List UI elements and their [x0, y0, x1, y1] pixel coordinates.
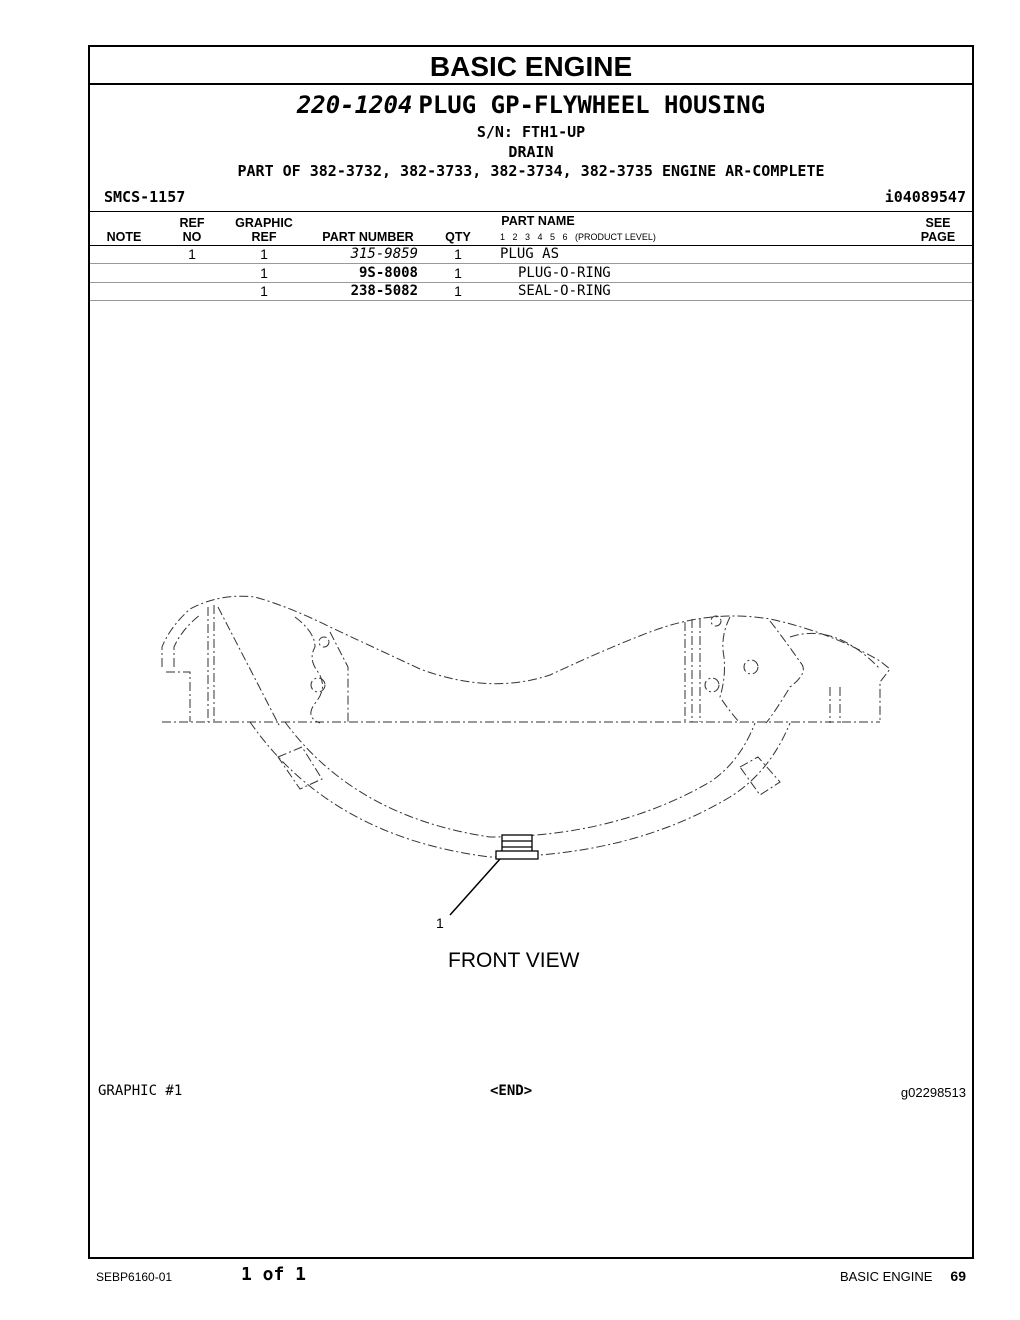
- header-rule-top: [90, 211, 972, 212]
- smcs-code: SMCS-1157: [104, 188, 186, 206]
- footer-section: BASIC ENGINE: [839, 1269, 933, 1284]
- column-header-see-top: SEE: [925, 216, 951, 230]
- column-header-qty: QTY: [445, 230, 471, 244]
- row-divider: [90, 282, 972, 283]
- row-graphic-ref: 1: [260, 246, 268, 262]
- column-header-graphic-bottom: REF: [251, 230, 277, 244]
- footer-doc-number: SEBP6160-01: [96, 1270, 173, 1284]
- document-title: 220-1204 PLUG GP-FLYWHEEL HOUSING: [90, 91, 972, 120]
- callout-number[interactable]: 1: [436, 915, 444, 931]
- footer-page-number: 69: [950, 1268, 966, 1284]
- column-header-note: NOTE: [106, 230, 142, 244]
- document-subtitle: DRAIN: [508, 143, 554, 161]
- column-header-part-name: PART NAME: [501, 214, 575, 228]
- serial-number: S/N: FTH1-UP: [476, 123, 586, 141]
- row-part-name: PLUG AS: [500, 246, 560, 262]
- row-ref-no: 1: [188, 246, 196, 262]
- view-label: FRONT VIEW: [448, 949, 580, 972]
- row-divider: [90, 300, 972, 301]
- column-header-part-number: PART NUMBER: [322, 230, 414, 244]
- column-header-ref-top: REF: [179, 216, 205, 230]
- row-qty: 1: [454, 283, 462, 299]
- row-part-name: SEAL-O-RING: [518, 283, 611, 299]
- row-qty: 1: [454, 265, 462, 281]
- footer-page-of: 1 of 1: [241, 1264, 307, 1285]
- graphic-label: GRAPHIC #1: [98, 1083, 183, 1099]
- row-part-name: PLUG-O-RING: [518, 265, 611, 281]
- footer-right: BASIC ENGINE 69: [840, 1268, 966, 1284]
- info-id: i04089547: [884, 188, 966, 206]
- header-rule-bottom: [90, 245, 972, 246]
- flywheel-housing-drawing: [161, 595, 891, 916]
- row-graphic-ref: 1: [260, 283, 268, 299]
- row-part-number[interactable]: 9S-8008: [358, 265, 418, 281]
- section-title: BASIC ENGINE: [90, 47, 972, 85]
- graphic-id: g02298513: [900, 1085, 966, 1100]
- page-frame: BASIC ENGINE 220-1204 PLUG GP-FLYWHEEL H…: [88, 45, 974, 1259]
- row-divider: [90, 263, 972, 264]
- product-levels: 1 2 3 4 5 6 (PRODUCT LEVEL): [500, 232, 656, 242]
- column-header-ref-bottom: NO: [182, 230, 202, 244]
- part-of-line: PART OF 382-3732, 382-3733, 382-3734, 38…: [237, 162, 825, 180]
- end-marker: <END>: [490, 1083, 533, 1099]
- group-name: PLUG GP-FLYWHEEL HOUSING: [418, 91, 766, 119]
- row-part-number[interactable]: 238-5082: [350, 283, 418, 299]
- column-header-see-bottom: PAGE: [920, 230, 956, 244]
- row-qty: 1: [454, 246, 462, 262]
- column-header-graphic-top: GRAPHIC: [235, 216, 293, 230]
- row-graphic-ref: 1: [260, 265, 268, 281]
- group-part-number[interactable]: 220-1204: [296, 91, 413, 119]
- row-part-number[interactable]: 315-9859: [350, 246, 418, 262]
